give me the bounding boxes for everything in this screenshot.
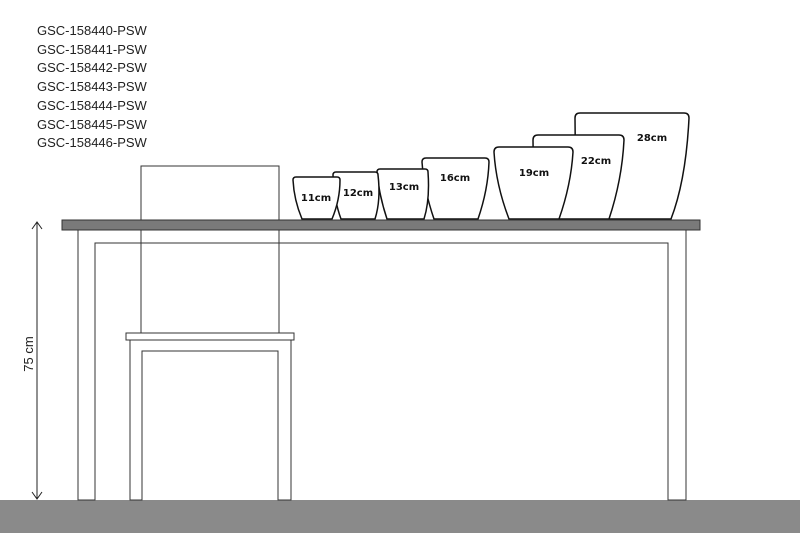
product-code: GSC-158440-PSW — [37, 23, 147, 38]
pot-label: 28cm — [637, 133, 667, 144]
pot-19cm: 19cm — [493, 146, 574, 220]
arrow-up-icon — [31, 221, 43, 230]
chair — [125, 332, 295, 501]
pot-label: 19cm — [519, 168, 549, 179]
arrow-down-icon — [31, 491, 43, 500]
product-code-list: GSC-158440-PSW GSC-158441-PSW GSC-158442… — [37, 22, 147, 153]
table — [61, 219, 701, 501]
pot-label: 16cm — [440, 173, 470, 184]
product-code: GSC-158441-PSW — [37, 41, 147, 57]
pot-16cm: 16cm — [421, 157, 490, 220]
pot-label: 12cm — [343, 188, 373, 199]
chair-back — [140, 165, 280, 334]
pot-11cm: 11cm — [292, 176, 341, 220]
floor — [0, 500, 800, 533]
height-label: 75 cm — [21, 336, 36, 371]
pot-label: 11cm — [301, 193, 331, 204]
chair-seat — [125, 332, 295, 341]
product-code: GSC-158444-PSW — [37, 97, 147, 113]
pot-label: 22cm — [581, 156, 611, 167]
product-code: GSC-158446-PSW — [37, 135, 147, 151]
table-frame — [77, 230, 687, 501]
pot-label: 13cm — [389, 182, 419, 193]
product-code: GSC-158442-PSW — [37, 60, 147, 76]
product-code: GSC-158445-PSW — [37, 116, 147, 132]
chair-frame — [129, 340, 292, 501]
table-top — [61, 219, 701, 231]
pot-13cm: 13cm — [376, 168, 430, 220]
height-dimension: 75 cm — [21, 221, 43, 500]
product-code: GSC-158443-PSW — [37, 79, 147, 95]
